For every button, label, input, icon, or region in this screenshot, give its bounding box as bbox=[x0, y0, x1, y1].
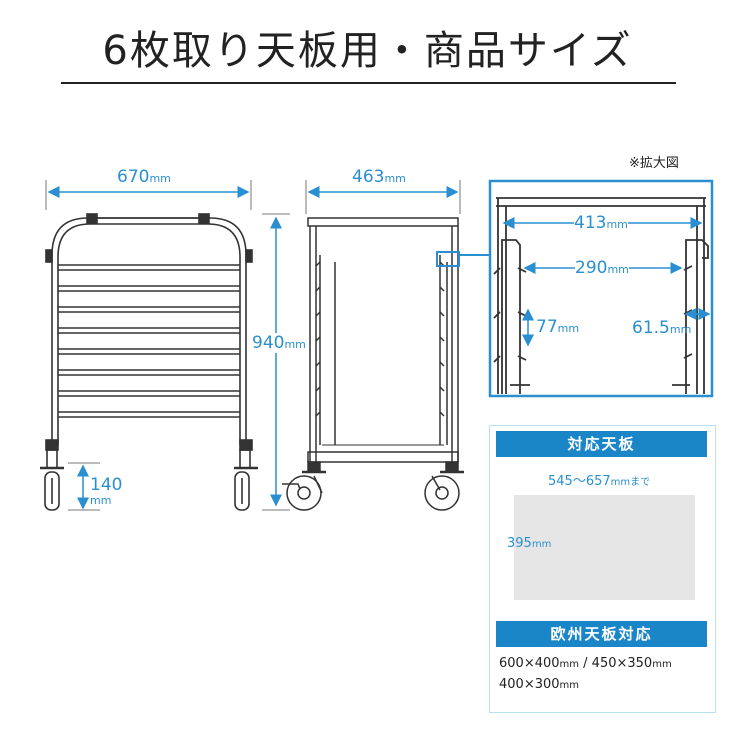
detail-callout-marker bbox=[436, 251, 460, 267]
detail-inner-width-label: 413mm bbox=[574, 213, 628, 233]
euro-size-line-1: 600×400mm / 450×350mm bbox=[499, 656, 672, 671]
board-width-label: 545〜657mmまで bbox=[548, 470, 651, 489]
board-illustration bbox=[514, 495, 695, 600]
board-depth-label: 395mm bbox=[507, 536, 552, 551]
front-height-label: 940mm bbox=[252, 333, 306, 353]
detail-view-cart bbox=[493, 197, 709, 394]
detail-rail-depth-label: 61.5mm bbox=[632, 318, 692, 338]
title-divider bbox=[61, 82, 676, 84]
compatible-heading: 対応天板 bbox=[496, 431, 707, 457]
detail-pitch-label: 77mm bbox=[536, 317, 580, 337]
detail-caption: ※拡大図 bbox=[629, 156, 679, 171]
front-width-label: 670mm bbox=[117, 167, 171, 187]
euro-size-line-2: 400×300mm bbox=[499, 677, 580, 692]
page-title: 6枚取り天板用・商品サイズ bbox=[102, 28, 633, 74]
detail-rail-gap-label: 290mm bbox=[575, 258, 629, 278]
side-view-cart bbox=[282, 217, 464, 511]
side-depth-label: 463mm bbox=[352, 167, 406, 187]
euro-heading: 欧州天板対応 bbox=[496, 621, 707, 647]
front-view-cart bbox=[40, 213, 258, 511]
